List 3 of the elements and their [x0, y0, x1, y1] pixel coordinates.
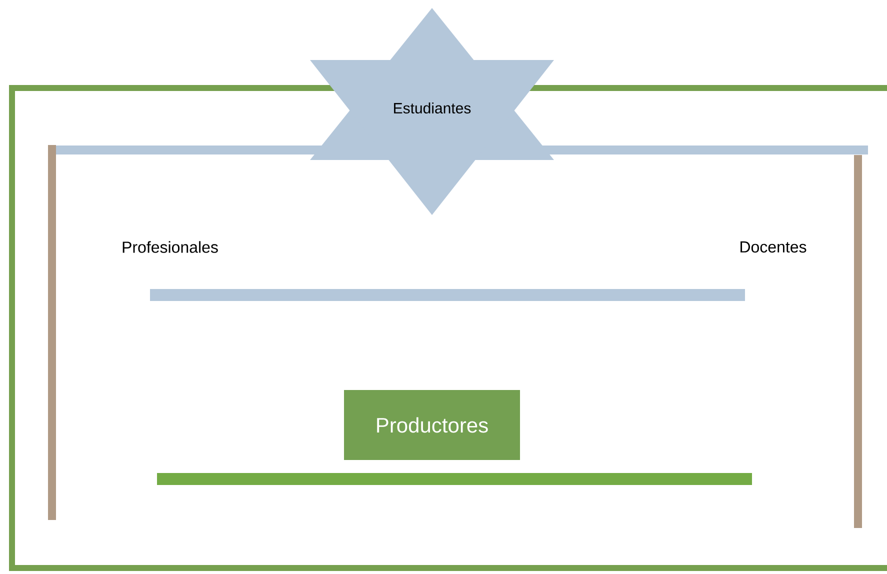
- process-box: Productores: [344, 390, 520, 460]
- label-text: Profesionales: [122, 241, 218, 253]
- label-text: Docentes: [740, 241, 806, 253]
